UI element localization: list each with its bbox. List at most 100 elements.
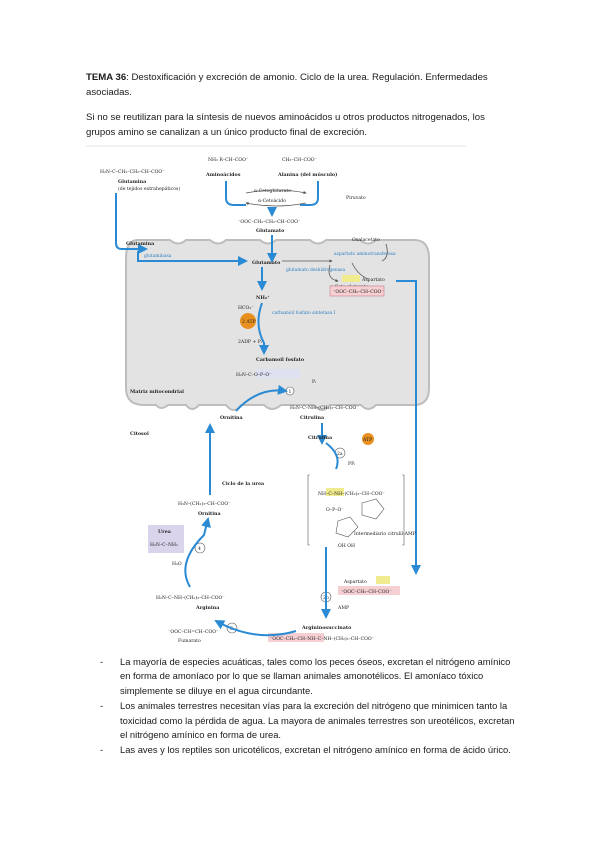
glutamine-entry-arrow: [115, 193, 148, 254]
aspartate-aminotransferase-label: aspartato aminotransferasa: [334, 252, 396, 257]
atp-2-label: 2 ATP: [242, 319, 256, 325]
ornithine-to-citrulline-arrow: [235, 384, 288, 412]
fumarate-label: Fumarato: [178, 638, 201, 644]
ammonium-highlight-2: [326, 488, 344, 496]
alanine-label: Alanina (del músculo): [277, 171, 337, 178]
bullet-list: - La mayoría de especies acuáticas, tale…: [100, 655, 515, 759]
topic-heading: TEMA 36: Destoxificación y excreción de …: [86, 70, 511, 100]
aspartate-cyto-box: [338, 586, 400, 595]
topic-number: TEMA 36: [86, 72, 127, 83]
step-2a-label: 2a: [337, 451, 343, 457]
intermediate-structure-1: NH–C–NH–(CH₂)₃–CH–COO⁻: [318, 490, 385, 497]
bullet-item: - La mayoría de especies acuáticas, tale…: [100, 655, 515, 698]
topic-title: : Destoxificación y excreción de amonio.…: [86, 72, 488, 98]
pi-label: Pᵢ: [312, 379, 316, 385]
argininosuccinate-box: [268, 633, 324, 642]
to-ketoglutarate-arrow: [328, 264, 339, 283]
argininosuccinate-structure: ⁻OOC–CH₂–CH–NH–C–NH–(CH₂)₃–CH–COO⁻: [270, 635, 375, 642]
aspartate-cyto-label: Aspartato: [343, 579, 367, 585]
urea-structure: H₂N–C–NH₂: [150, 542, 178, 548]
ribose-ring: [335, 516, 359, 538]
step-1-label: 1: [289, 389, 292, 395]
adp-pi-label: 2ADP + Pᵢ: [238, 339, 262, 345]
glutamine-mito-label: Glutamina: [126, 241, 154, 247]
fumarate-structure: ⁻OOC–CH=CH–COO⁻: [168, 629, 219, 635]
carbamoyl-phosphate-structure: H₂N–C–O–P–O⁻: [236, 372, 272, 378]
urea-label: Urea: [158, 529, 171, 535]
urea-cycle-diagram: H₂N–C–CH₂–CH₂–CH–COO⁻ Glutamina (de teji…: [86, 145, 466, 644]
a-ketoacid-label: α-Cetoácido: [258, 197, 286, 204]
aspartate-export-arrow: [396, 280, 421, 575]
oh-labels: OH OH: [338, 543, 355, 549]
mitochondrion-membrane: [125, 239, 430, 411]
arginine-label: Arginina: [195, 605, 219, 611]
glutamine-structure: H₂N–C–CH₂–CH₂–CH–COO⁻: [100, 169, 165, 175]
alanine-arrow: [300, 181, 319, 206]
intro-paragraph: Si no se reutilizan para la síntesis de …: [86, 112, 485, 138]
citrulline-mito-structure: H₂N–C–NH–(CH₂)₃–CH–COO⁻: [290, 404, 359, 411]
glutamate-top-label: Glutamato: [256, 228, 284, 234]
water-label: H₂O: [172, 561, 182, 567]
aminoacid-arrow: [225, 181, 246, 206]
citrulline-cyto-label: Citrulina: [308, 435, 332, 441]
citrulline-mito-label: Citrulina: [300, 415, 324, 421]
arginine-structure: H₂N–C–NH–(CH₂)₃–CH–COO⁻: [156, 594, 225, 601]
adenine-ring: [361, 498, 385, 520]
ammonium-highlight-3: [376, 576, 390, 584]
atp-badge: [362, 433, 374, 445]
bullet-dash: -: [100, 656, 104, 667]
aminoacids-label: Aminoácidos: [205, 171, 241, 178]
pyruvate-label: Piruvato: [346, 195, 366, 201]
ornithine-cyto-label: Ornitina: [198, 511, 221, 517]
argininosuccinate-label: Argininosuccinato: [301, 625, 351, 631]
bullet-dash: -: [100, 700, 104, 712]
urea-cycle-figure: H₂N–C–CH₂–CH₂–CH–COO⁻ Glutamina (de teji…: [86, 143, 466, 645]
cytosol-label: Citosol: [130, 431, 149, 437]
arginase-arrow: [184, 517, 211, 588]
bicarbonate-label: HCO₃⁻: [238, 305, 254, 311]
aspartate-cyto-structure: ⁻OOC–CH₂–CH–COO⁻: [341, 589, 392, 595]
intermediate-structure-2: O–P–O⁻: [326, 507, 344, 513]
bullet-text: Los animales terrestres necesitan vías p…: [120, 700, 515, 741]
alanine-structure: CH₃–CH–COO⁻: [282, 157, 318, 163]
aspartate-mito-structure: ⁻OOC–CH₂–CH–COO⁻: [333, 289, 384, 295]
to-arginine-arrow: [214, 620, 297, 637]
urea-box: [148, 525, 184, 553]
transamination-arrow-2: [245, 201, 307, 207]
matrix-label: Matriz mitocondrial: [130, 389, 184, 395]
ppi-label: PPᵢ: [348, 461, 355, 467]
oxaloacetate-label: Oxalacetato: [352, 237, 380, 243]
ornithine-mito-label: Ornitina: [220, 415, 243, 421]
atp-label: ATP: [362, 437, 372, 443]
cps1-label: carbamoil fosfato sintetasa I: [272, 311, 336, 316]
aspartate-mito-box: [329, 285, 385, 297]
transamination-arrow-1: [245, 189, 307, 195]
transaminase-to-aspartate: [351, 262, 369, 280]
a-ketoglutarate-label: α-Cetoglutarato: [254, 188, 291, 194]
amp-label: AMP: [337, 605, 349, 611]
bullet-text: La mayoría de especies acuáticas, tales …: [120, 656, 511, 696]
glutaminase-arrow: [137, 251, 248, 266]
urea-cycle-label: Ciclo de la urea: [222, 481, 264, 487]
step-4-circle: [194, 542, 206, 554]
glutamate-structure: ⁻OOC–CH₂–CH₂–CH–COO⁻: [238, 219, 301, 225]
oxaloacetate-arrow: [381, 243, 388, 262]
amino-acid-structure: NH₃ R–CH–COO⁻: [208, 157, 249, 163]
glutamine-top-sublabel: (de tejidos extrahepáticos): [118, 185, 180, 192]
citrulline-activation-arrow: [325, 442, 339, 470]
intermediate-bracket-right: [402, 474, 405, 546]
glutamate-dehydrogenase-label: glutamato deshidrogenasa: [286, 268, 346, 273]
bullet-text: Las aves y los reptiles son uricotélicos…: [120, 744, 511, 756]
carbamoyl-synthesis-arrow: [257, 302, 269, 355]
ammonium-label: NH₄⁺: [256, 295, 270, 301]
step-4-label: 4: [198, 546, 201, 552]
intermediate-bracket-left: [307, 474, 310, 546]
intermediate-label: Intermediario citrulil-AMP: [354, 531, 416, 537]
bullet-dash: -: [100, 744, 104, 756]
ornithine-cyto-structure: H₃N–(CH₂)₃–CH–COO⁻: [178, 500, 231, 507]
ammonium-highlight-1: [342, 275, 360, 282]
carbamoyl-phosphate-label: Carbamoil fosfato: [256, 357, 304, 363]
aspartate-mito-label: Aspartato: [361, 277, 385, 283]
glutamine-top-label: Glutamina: [118, 179, 146, 185]
